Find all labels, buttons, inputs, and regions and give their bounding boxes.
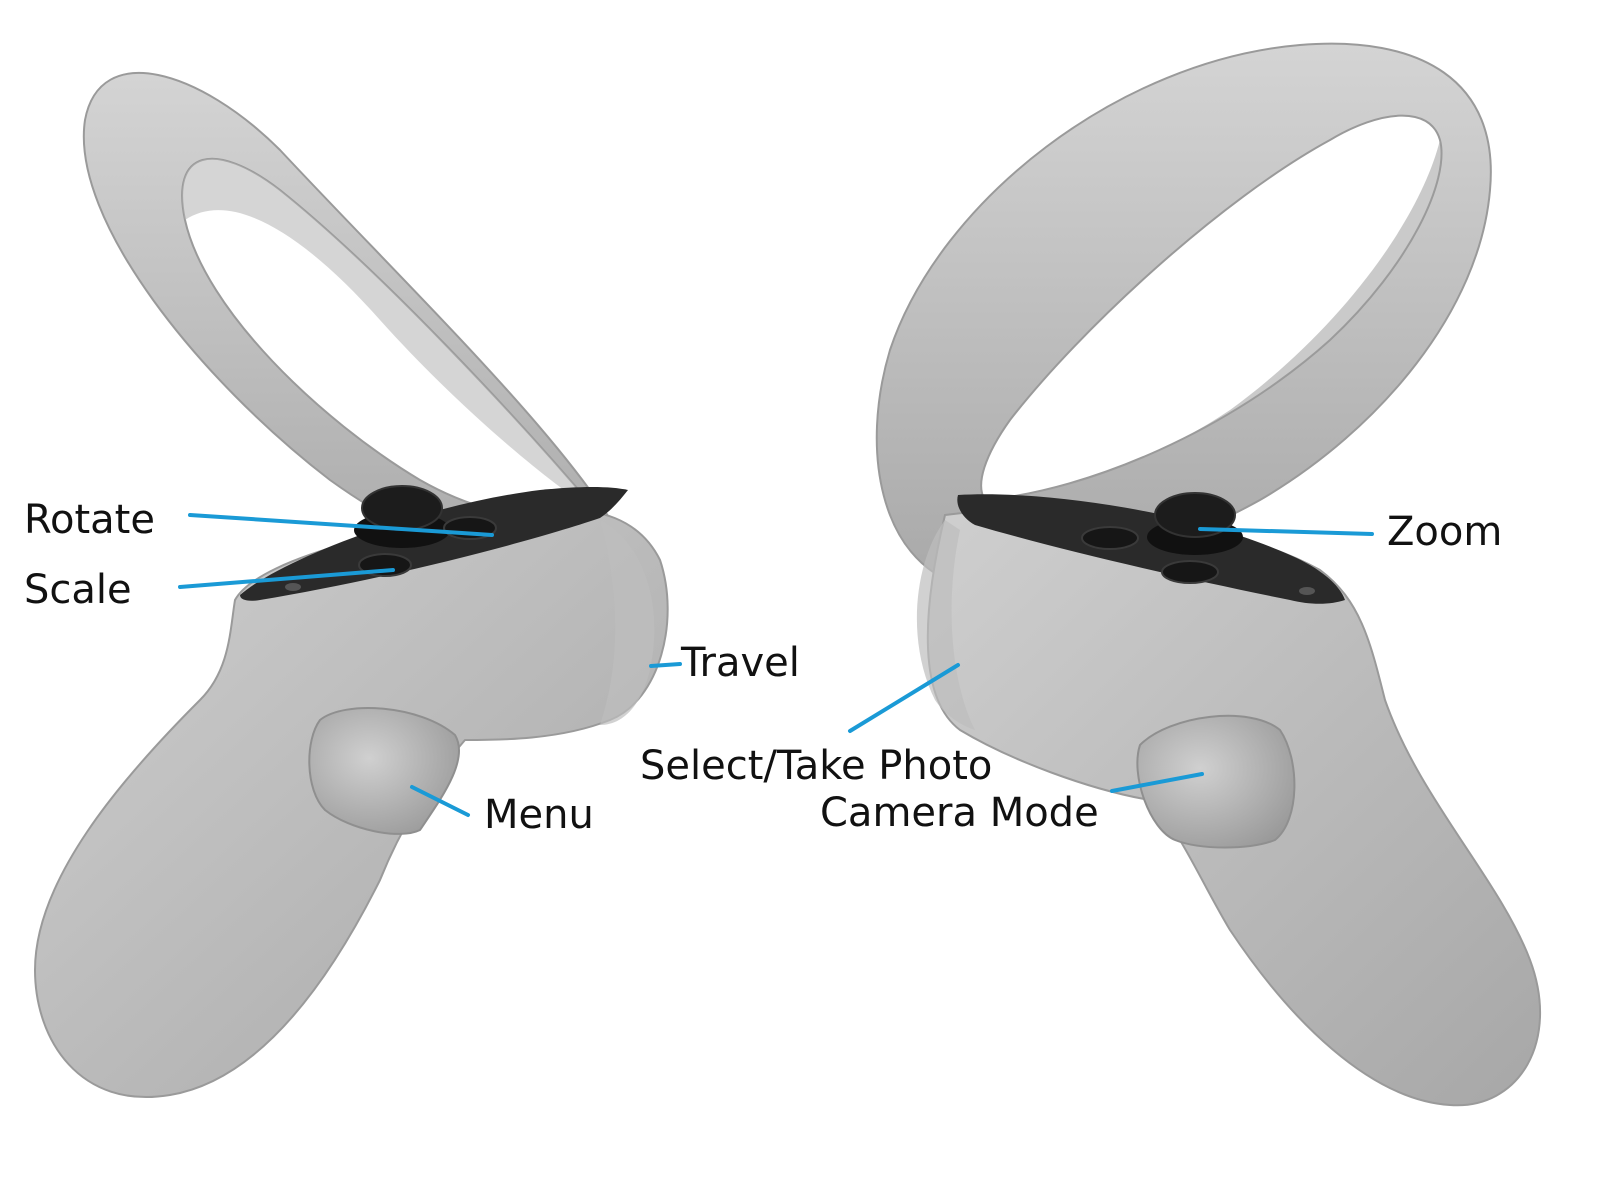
right-system-dot (1299, 587, 1315, 595)
left-controller (33, 72, 669, 1098)
left-thumbstick (361, 485, 443, 531)
menu-label: Menu (484, 792, 594, 838)
left-grip-trigger (308, 707, 461, 835)
rotate-leader-line (188, 513, 494, 537)
right-thumbstick (1154, 492, 1236, 538)
right-button-a (1161, 560, 1219, 584)
zoom-leader-line (1198, 527, 1374, 536)
left-body-side-shade (600, 520, 655, 725)
left-faceplate (240, 487, 628, 601)
rotate-label: Rotate (24, 497, 155, 543)
zoom-label: Zoom (1387, 509, 1503, 555)
camera-mode-leader-line (1110, 772, 1204, 793)
scale-label: Scale (24, 567, 132, 613)
right-button-b (1081, 526, 1139, 550)
right-body-side-shade (916, 520, 975, 730)
leader-lines (178, 513, 1374, 817)
scale-leader-line (178, 568, 395, 589)
select-take-photo-leader-line (848, 663, 960, 733)
menu-leader-line (410, 785, 470, 817)
left-ring-inner-shade (182, 158, 600, 515)
left-menu-dot (285, 583, 301, 591)
travel-leader-line (649, 662, 682, 668)
right-grip-trigger (1136, 714, 1296, 849)
camera-mode-label: Camera Mode (820, 790, 1099, 836)
select-take-photo-label: Select/Take Photo (640, 743, 993, 789)
travel-label: Travel (681, 640, 800, 686)
right-faceplate (957, 494, 1345, 604)
right-controller (875, 42, 1541, 1107)
